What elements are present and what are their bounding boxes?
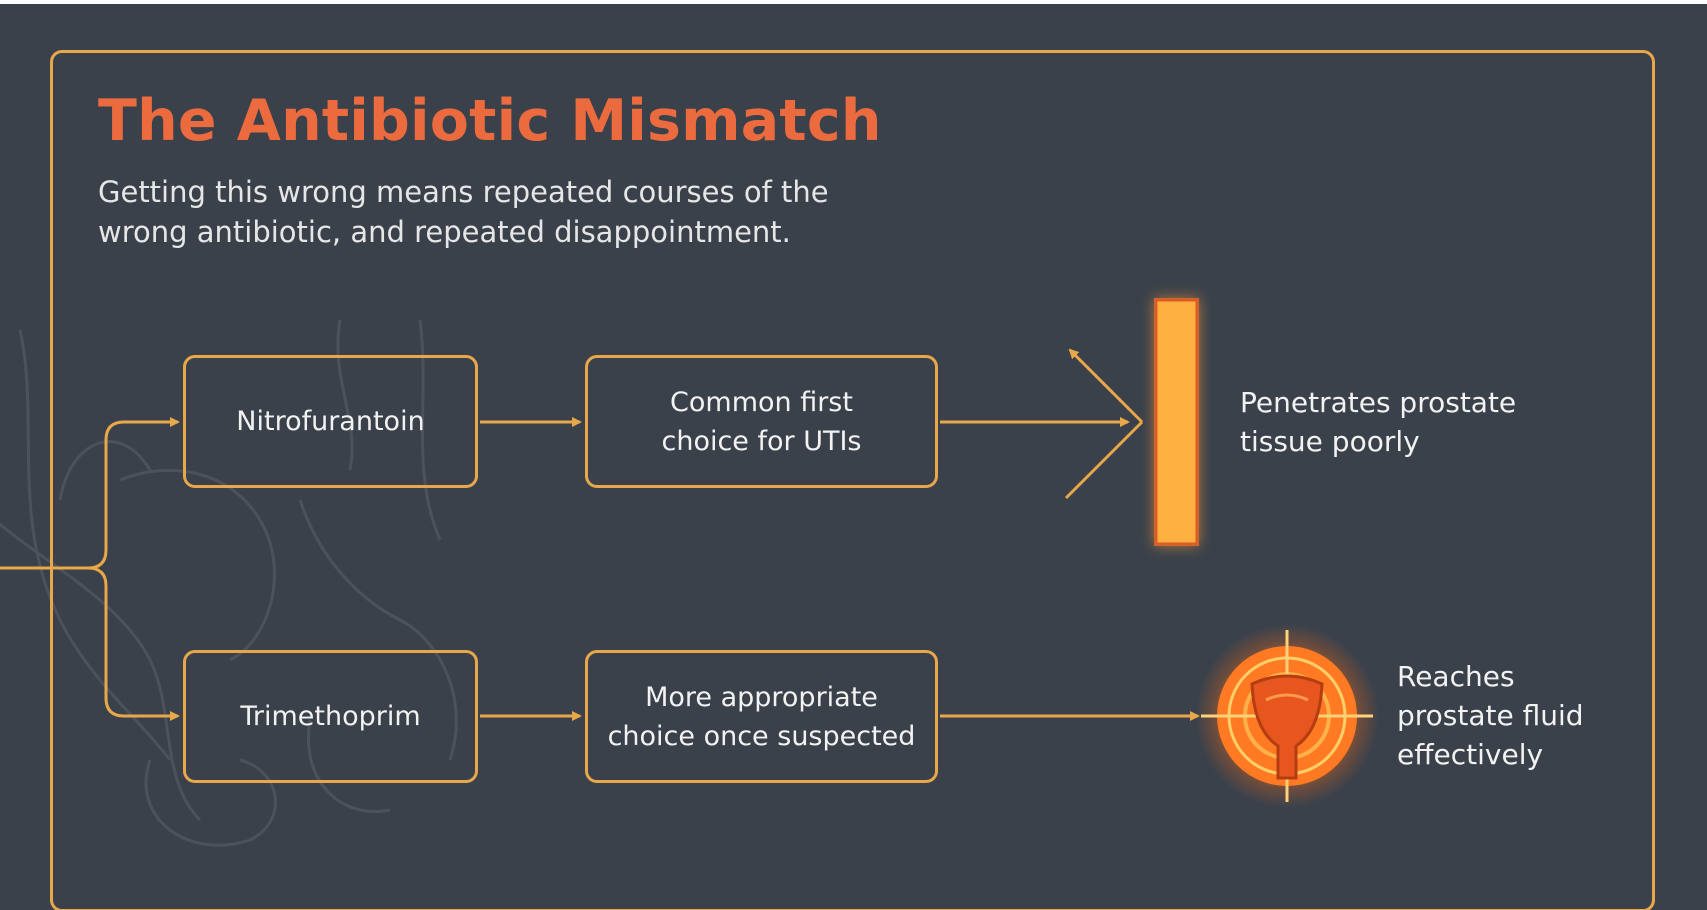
outcome-line: Penetrates prostate bbox=[1240, 386, 1517, 419]
note-box-appropriate-choice: More appropriate choice once suspected bbox=[585, 650, 938, 783]
top-strip bbox=[0, 0, 1707, 4]
outcome-line: effectively bbox=[1397, 738, 1544, 771]
page-subtitle: Getting this wrong means repeated course… bbox=[98, 175, 829, 249]
page-title: The Antibiotic Mismatch bbox=[98, 88, 882, 154]
note-line: More appropriate bbox=[645, 681, 878, 713]
outcome-poor-penetration: Penetrates prostate tissue poorly bbox=[1240, 383, 1600, 461]
outcome-reaches-prostate: Reaches prostate fluid effectively bbox=[1397, 657, 1627, 774]
branch-arrow-bottom bbox=[87, 566, 180, 721]
outcome-line: tissue poorly bbox=[1240, 425, 1420, 458]
prostate-target-icon bbox=[1195, 624, 1379, 808]
branch-arrow-top bbox=[0, 417, 180, 570]
note-box-first-choice: Common first choice for UTIs bbox=[585, 355, 938, 488]
drug-label: Trimethoprim bbox=[240, 701, 421, 732]
drug-box-trimethoprim: Trimethoprim bbox=[183, 650, 478, 783]
outcome-line: prostate fluid bbox=[1397, 699, 1584, 732]
note-line: choice for UTIs bbox=[661, 425, 862, 457]
outcome-line: Reaches bbox=[1397, 660, 1515, 693]
barrier-icon bbox=[1154, 298, 1199, 546]
note-line: Common first bbox=[670, 386, 853, 418]
drug-box-nitrofurantoin: Nitrofurantoin bbox=[183, 355, 478, 488]
deflected-arrow-up bbox=[1068, 348, 1144, 424]
branch-connector bbox=[0, 417, 180, 721]
deflected-line-down bbox=[1064, 420, 1144, 500]
note-line: choice once suspected bbox=[607, 720, 916, 752]
drug-label: Nitrofurantoin bbox=[236, 406, 425, 437]
